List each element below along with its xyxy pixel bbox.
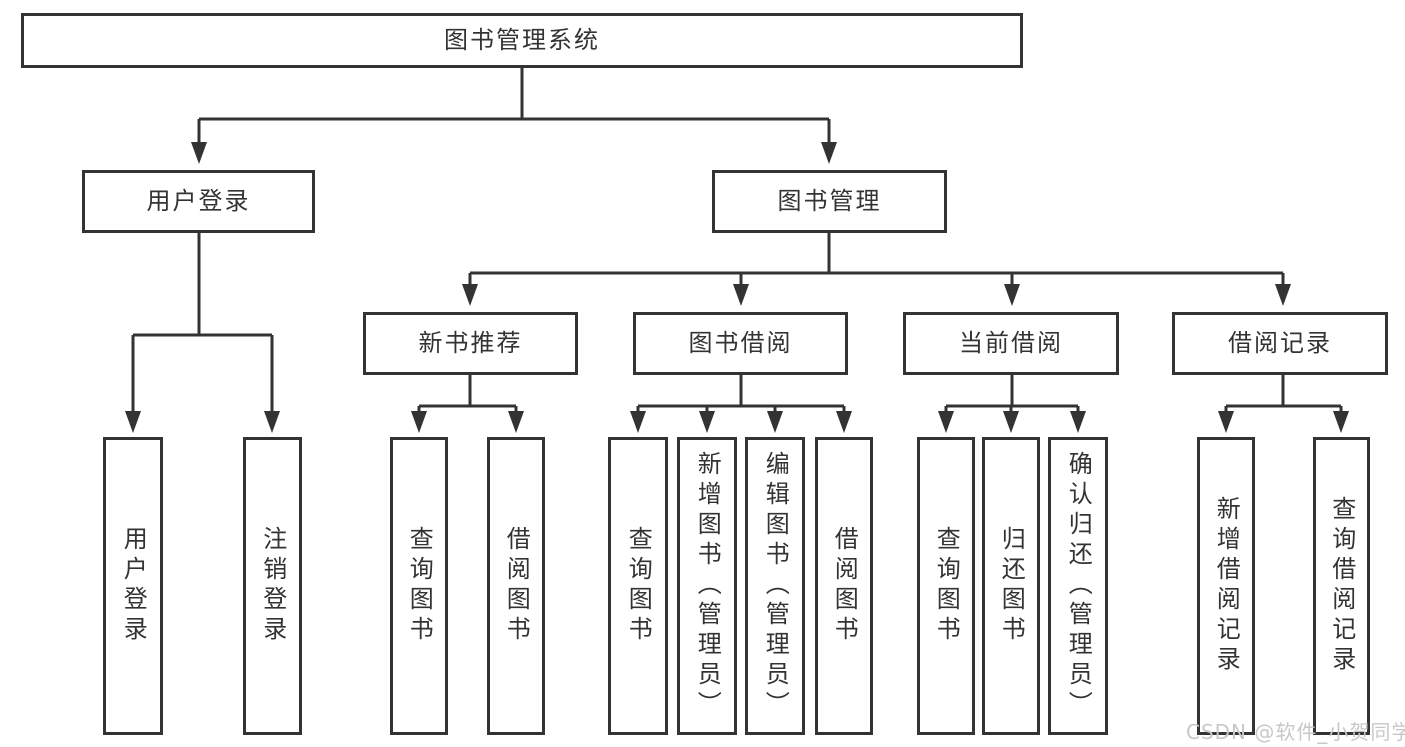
node-user-login: 用户登录 xyxy=(82,170,315,233)
leaf-borrowing-edit-book-admin: 编辑图书（管理员） xyxy=(745,437,805,735)
leaf-logout-login: 注销登录 xyxy=(243,437,302,735)
leaf-user-login: 用户登录 xyxy=(103,437,163,735)
leaf-current-confirm-return-admin: 确认归还（管理员） xyxy=(1048,437,1108,735)
node-book-management: 图书管理 xyxy=(712,170,947,233)
connector-user-login-children xyxy=(125,233,280,433)
leaf-current-query-book: 查询图书 xyxy=(917,437,975,735)
connector-book-borrowing-children xyxy=(630,375,852,433)
node-root-system: 图书管理系统 xyxy=(21,13,1023,68)
connector-book-management-children xyxy=(462,233,1291,306)
node-new-book-recommend: 新书推荐 xyxy=(363,312,578,375)
leaf-borrowing-query-book: 查询图书 xyxy=(608,437,668,735)
leaf-records-add-record: 新增借阅记录 xyxy=(1197,437,1255,735)
node-current-borrowing: 当前借阅 xyxy=(903,312,1119,375)
node-borrowing-records: 借阅记录 xyxy=(1172,312,1388,375)
csdn-watermark: CSDN @软件_小贺同学 xyxy=(1186,720,1405,744)
node-book-borrowing: 图书借阅 xyxy=(633,312,848,375)
leaf-borrowing-add-book-admin: 新增图书（管理员） xyxy=(677,437,737,735)
connector-current-borrowing-children xyxy=(938,375,1086,433)
leaf-newbook-borrow-book: 借阅图书 xyxy=(487,437,545,735)
leaf-borrowing-borrow-book: 借阅图书 xyxy=(815,437,873,735)
connector-root-to-level2 xyxy=(191,68,837,164)
connector-borrowing-records-children xyxy=(1218,375,1349,433)
leaf-records-query-record: 查询借阅记录 xyxy=(1313,437,1370,735)
leaf-newbook-query-book: 查询图书 xyxy=(390,437,448,735)
leaf-current-return-book: 归还图书 xyxy=(982,437,1040,735)
connector-new-book-children xyxy=(411,375,524,433)
